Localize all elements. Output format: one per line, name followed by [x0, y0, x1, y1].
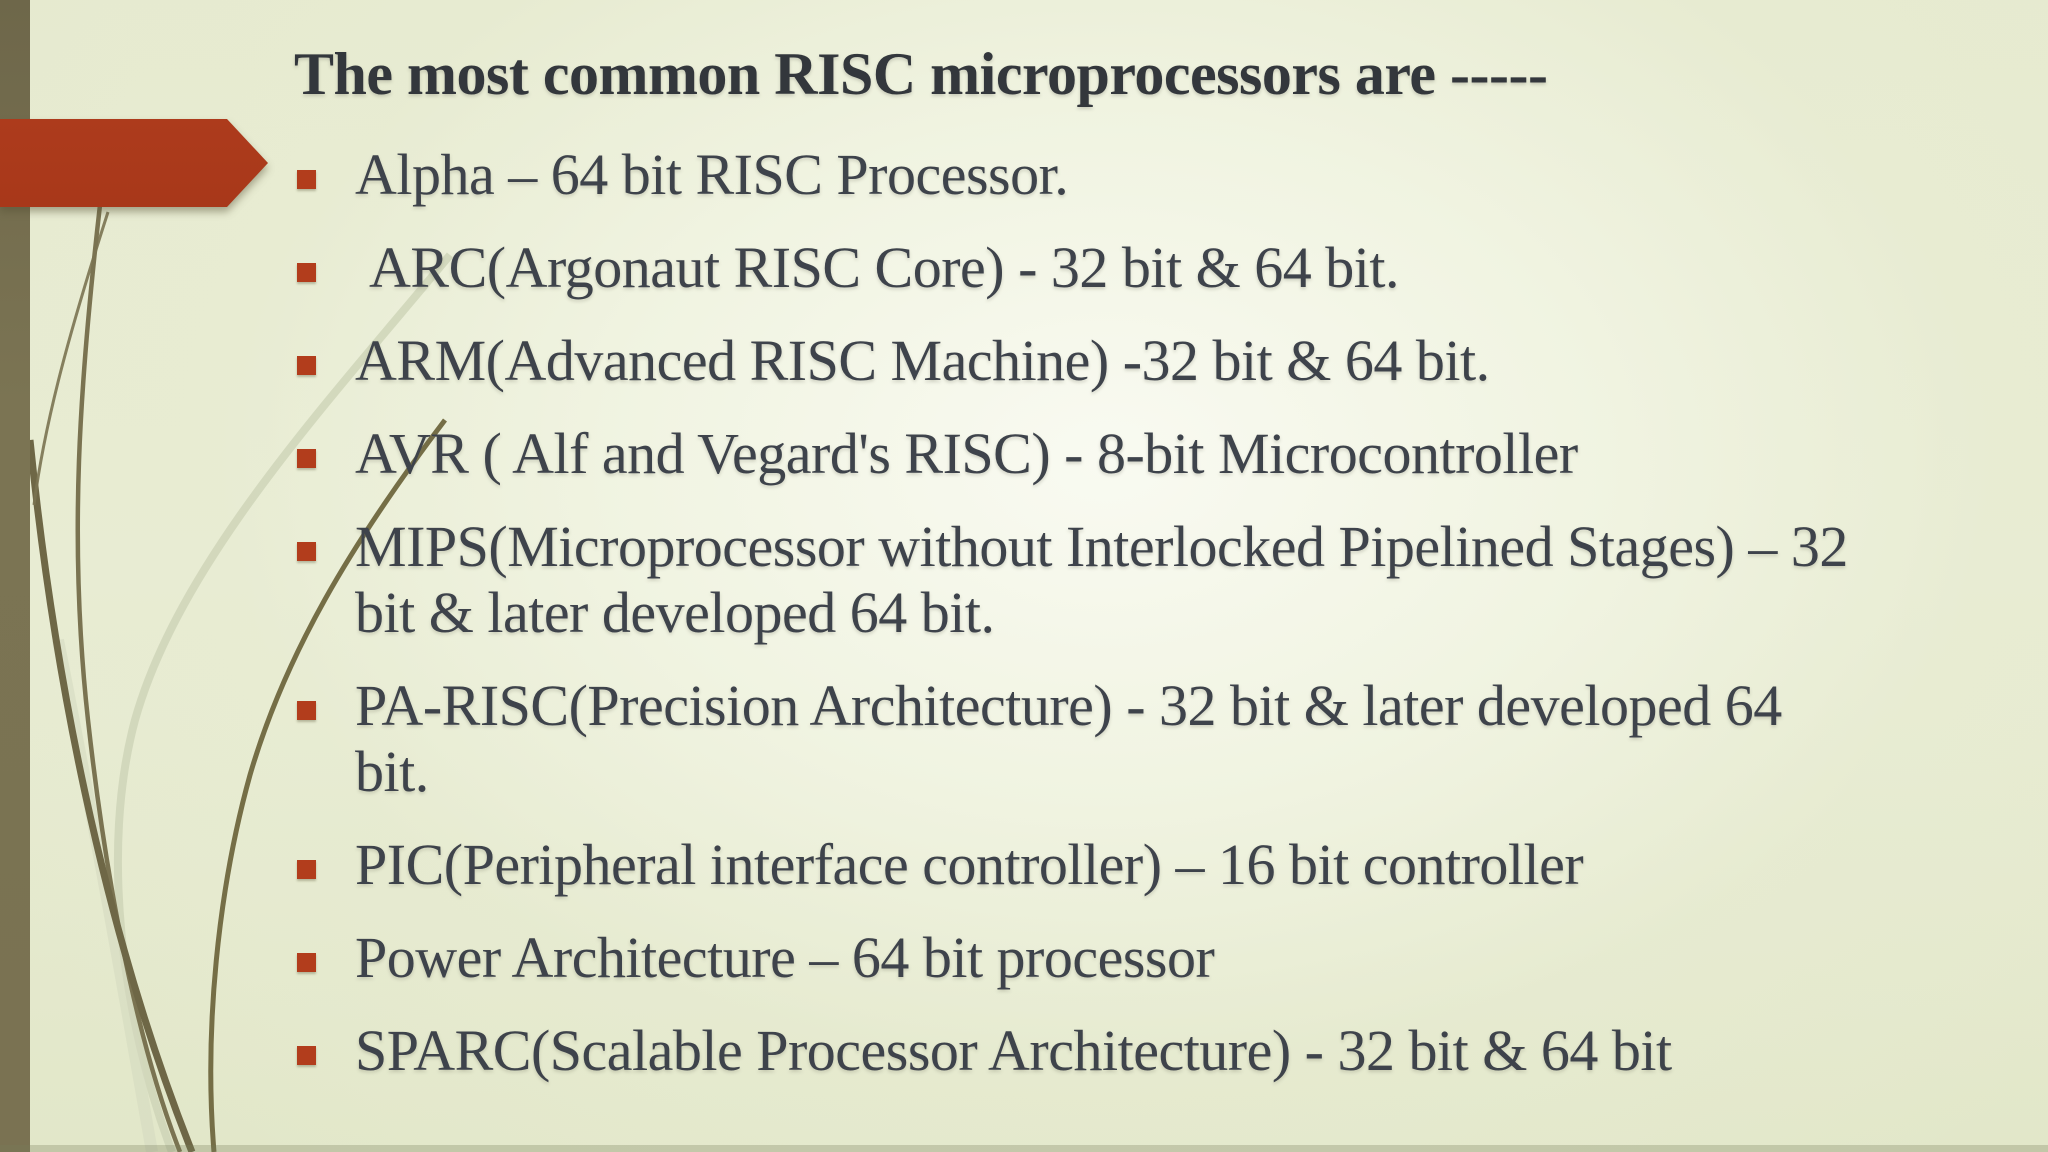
arrow-icon [0, 119, 268, 207]
bullet-text: SPARC(Scalable Processor Architecture) -… [355, 1018, 1672, 1083]
bullet-item-avr: AVR ( Alf and Vegard's RISC) - 8-bit Mic… [296, 421, 1856, 487]
bullet-item-pic: PIC(Peripheral interface controller) – 1… [296, 832, 1856, 898]
bullet-item-mips: MIPS(Microprocessor without Interlocked … [296, 514, 1856, 646]
bullet-text: AVR ( Alf and Vegard's RISC) - 8-bit Mic… [355, 421, 1578, 486]
bullet-text: MIPS(Microprocessor without Interlocked … [355, 514, 1862, 645]
bottom-edge-strip [0, 1145, 2048, 1152]
bullet-item-power: Power Architecture – 64 bit processor [296, 925, 1856, 991]
bullet-list: Alpha – 64 bit RISC Processor. ARC(Argon… [296, 142, 1856, 1111]
grass-stem-flourish [26, 204, 454, 1152]
square-bullet-icon [297, 542, 316, 561]
square-bullet-icon [297, 1046, 316, 1065]
square-bullet-icon [297, 263, 316, 282]
bullet-text: Power Architecture – 64 bit processor [355, 925, 1215, 990]
bullet-item-pa-risc: PA-RISC(Precision Architecture) - 32 bit… [296, 673, 1856, 805]
square-bullet-icon [297, 449, 316, 468]
square-bullet-icon [297, 170, 316, 189]
bullet-item-alpha: Alpha – 64 bit RISC Processor. [296, 142, 1856, 208]
bullet-text: ARM(Advanced RISC Machine) -32 bit & 64 … [355, 328, 1490, 393]
bullet-item-arc: ARC(Argonaut RISC Core) - 32 bit & 64 bi… [296, 235, 1856, 301]
bullet-text: ARC(Argonaut RISC Core) - 32 bit & 64 bi… [355, 235, 1399, 300]
red-arrow-banner [0, 119, 268, 207]
bullet-text: PIC(Peripheral interface controller) – 1… [355, 832, 1584, 897]
bullet-text: PA-RISC(Precision Architecture) - 32 bit… [355, 673, 1796, 804]
slide-title: The most common RISC microprocessors are… [294, 41, 1548, 107]
square-bullet-icon [297, 701, 316, 720]
bullet-item-arm: ARM(Advanced RISC Machine) -32 bit & 64 … [296, 328, 1856, 394]
bullet-text: Alpha – 64 bit RISC Processor. [355, 142, 1069, 207]
square-bullet-icon [297, 860, 316, 879]
bullet-item-sparc: SPARC(Scalable Processor Architecture) -… [296, 1018, 1856, 1084]
square-bullet-icon [297, 953, 316, 972]
square-bullet-icon [297, 356, 316, 375]
